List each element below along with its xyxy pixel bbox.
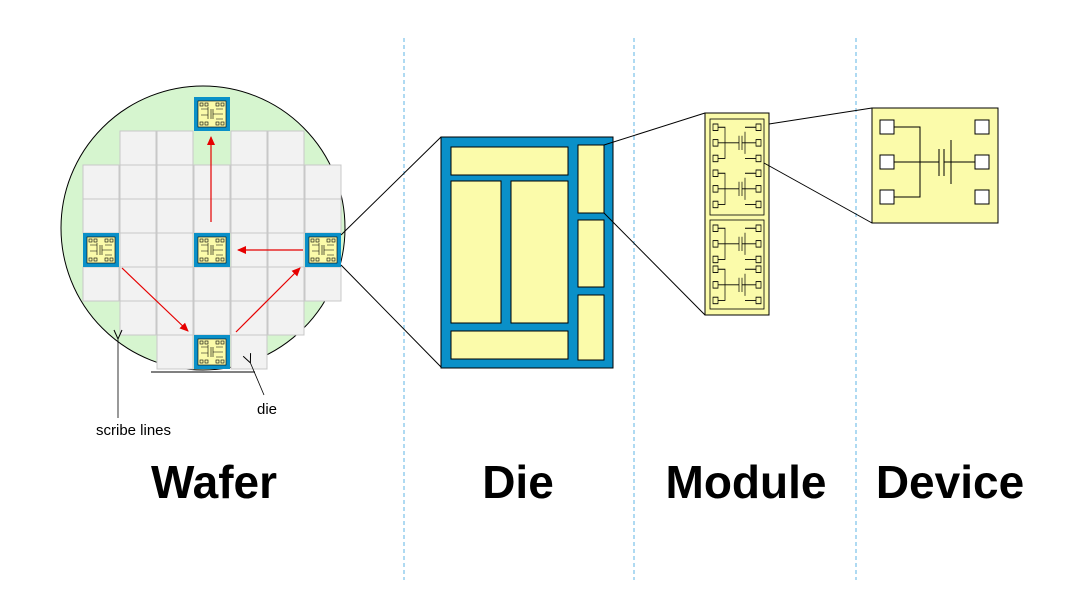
die-block-module xyxy=(577,144,605,214)
die-block xyxy=(577,294,605,361)
die-block xyxy=(450,330,569,360)
heading-module: Module xyxy=(666,456,827,508)
die-enlarged xyxy=(440,136,614,369)
section-headings: Wafer Die Module Device xyxy=(151,456,1024,508)
scribe-lines-label: scribe lines xyxy=(96,422,171,439)
section-dividers xyxy=(403,38,857,580)
die-block xyxy=(450,146,569,176)
die-block xyxy=(577,219,605,288)
device xyxy=(871,107,999,224)
mini-die-chip-icon xyxy=(193,96,231,132)
die-block xyxy=(450,180,502,324)
module-half-bottom xyxy=(709,219,765,310)
die-blocks xyxy=(450,144,605,361)
device-circuit-icon xyxy=(879,119,990,205)
mini-die-chip-icon xyxy=(82,232,120,268)
mini-die-chip-icon xyxy=(304,232,342,268)
zoom-lines-die-module xyxy=(603,112,706,316)
module xyxy=(704,112,770,316)
red-arrow-icon xyxy=(121,136,303,333)
heading-die: Die xyxy=(482,456,554,508)
mini-die-chip-icon xyxy=(193,232,231,268)
heading-device: Device xyxy=(876,456,1024,508)
device-wiring xyxy=(894,126,975,198)
zoom-lines-wafer-die xyxy=(340,136,442,368)
module-half-top xyxy=(709,118,765,216)
die-label: die xyxy=(257,401,277,418)
die-block xyxy=(510,180,569,324)
wafer: scribe lines die xyxy=(60,85,346,439)
heading-wafer: Wafer xyxy=(151,456,277,508)
zoom-lines-module-device xyxy=(763,107,873,224)
mini-die-chip-icon xyxy=(193,334,231,370)
die-pointer xyxy=(250,362,265,396)
